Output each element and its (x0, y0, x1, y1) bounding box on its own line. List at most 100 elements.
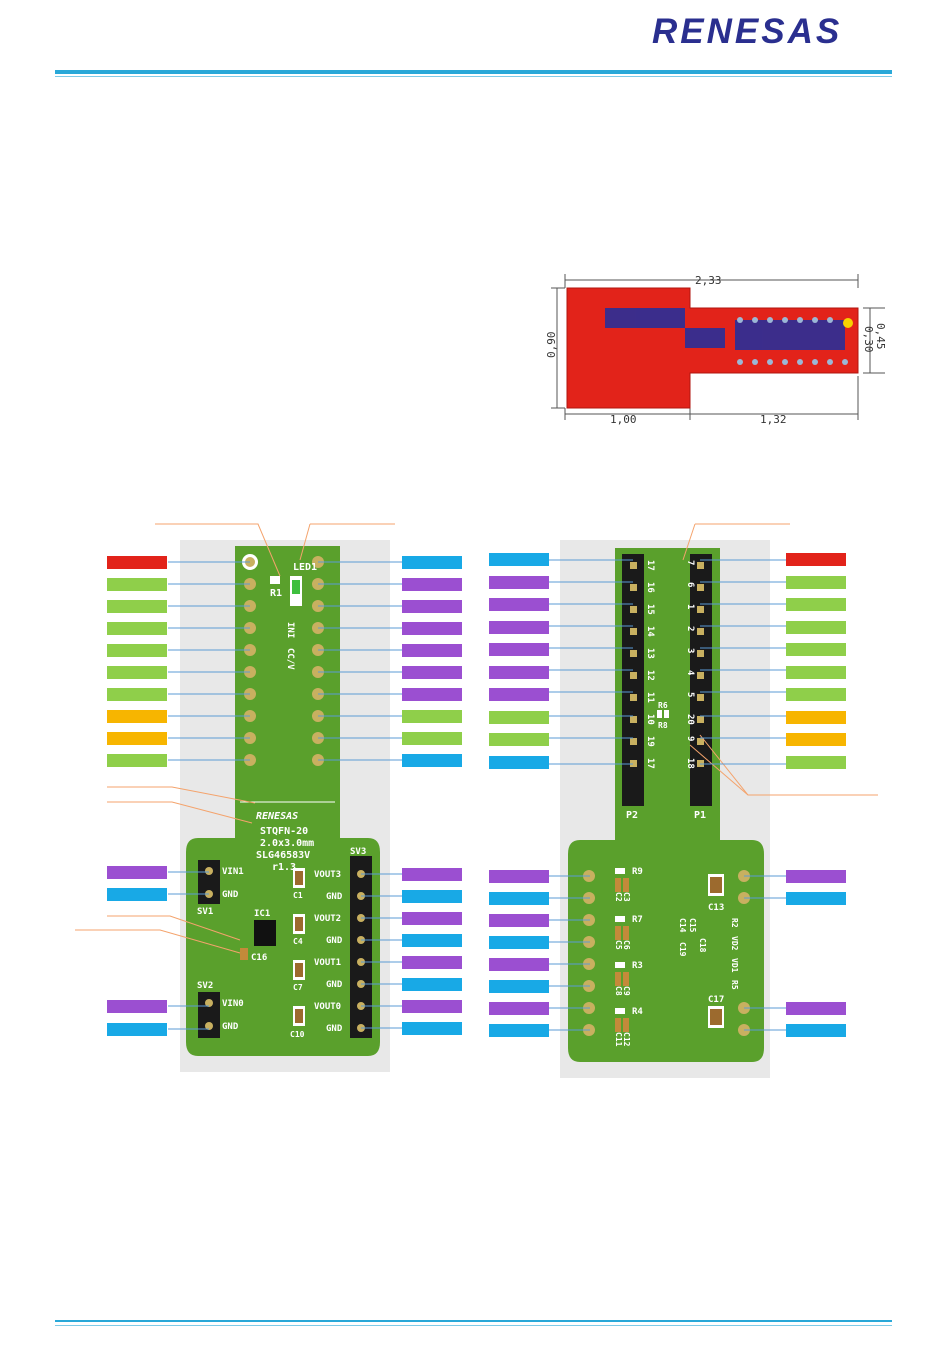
p1-pin-5: 4 (685, 670, 695, 676)
dim-height: 0,90 (545, 332, 558, 359)
sv3-pin-7: GND (326, 1024, 343, 1034)
c12-label: C12 (622, 1032, 631, 1047)
pin-color-tag (489, 576, 549, 589)
c2-label: C2 (614, 892, 623, 902)
pin-color-tag (402, 622, 462, 635)
revision-label: r1.3 (272, 862, 296, 873)
pin-color-tag (489, 553, 549, 566)
part-label: SLG46583V (256, 850, 310, 861)
pin-color-tag (489, 598, 549, 611)
pin-color-tag (107, 754, 167, 767)
p1-pin-0: 7 (685, 560, 695, 565)
p2-pin-2: 15 (645, 604, 655, 615)
pin-color-tag (107, 600, 167, 613)
vin0-label: VIN0 (222, 999, 244, 1009)
gnd1-label: GND (222, 890, 239, 900)
p2-pin-8: 19 (645, 736, 655, 747)
pin-color-tag (786, 1002, 846, 1015)
p1-pin-2: 1 (685, 604, 695, 609)
pin-color-tag (489, 892, 549, 905)
r4-label: R4 (632, 1007, 643, 1017)
ccv-label: CC/V (285, 648, 295, 670)
p2-label: P2 (626, 810, 638, 821)
dim-pitch-outer: 0,45 (874, 323, 887, 350)
r9-label: R9 (632, 867, 643, 877)
r7-label: R7 (632, 915, 643, 925)
renesas-logo: RENESAS (652, 14, 892, 50)
pin-color-tag (402, 600, 462, 613)
pin-color-tag (107, 688, 167, 701)
pin-color-tag (786, 553, 846, 566)
footer-rule-thin (55, 1325, 892, 1326)
pin-color-tag (107, 1000, 167, 1013)
p1-pin-1: 6 (685, 582, 695, 587)
pin-color-tag (786, 621, 846, 634)
c10-label: C10 (290, 1030, 305, 1039)
top-view-board: LED1 R1 INI CC/V RENESAS STQFN-20 2.0x3.… (180, 540, 390, 1072)
vin1-label: VIN1 (222, 867, 244, 877)
dim-right: 1,32 (760, 413, 787, 426)
pin-color-tag (786, 643, 846, 656)
pin-color-tag (489, 870, 549, 883)
pin-color-tag (489, 756, 549, 769)
p2-pin-1: 16 (645, 582, 655, 593)
pin-color-tag (107, 1023, 167, 1036)
pin-color-tag (786, 598, 846, 611)
p2-pin-6: 11 (645, 692, 655, 703)
c6-label: C6 (622, 940, 631, 950)
pin-color-tag (402, 1022, 462, 1035)
pin-color-tag (489, 914, 549, 927)
pin-color-tag (402, 978, 462, 991)
pin-color-tag (402, 754, 462, 767)
pin-color-tag (107, 866, 167, 879)
c5-label: C5 (614, 940, 623, 950)
dimension-drawing: 2,33 0,90 1,00 1,32 0,45 0,30 (545, 274, 887, 426)
brand-name: RENESAS (652, 12, 843, 51)
pin-color-tag (786, 576, 846, 589)
pin-color-tag (402, 556, 462, 569)
p1-pin-8: 9 (685, 736, 695, 741)
pin-color-tag (489, 1002, 549, 1015)
led1-label: LED1 (293, 562, 317, 573)
pin-color-tag (402, 732, 462, 745)
pin-color-tag (489, 958, 549, 971)
p1-pin-3: 2 (685, 626, 695, 631)
pin-color-tag (489, 733, 549, 746)
r1-label: R1 (270, 588, 282, 599)
c4-label: C4 (293, 937, 303, 946)
c16-label: C16 (251, 953, 267, 963)
pin-color-tag (107, 732, 167, 745)
p1-pin-4: 3 (685, 648, 695, 653)
sv3-label: SV3 (350, 847, 366, 857)
p1-pin-9: 18 (685, 758, 695, 769)
dim-pitch-inner: 0,30 (862, 326, 875, 353)
pin-color-tag (107, 710, 167, 723)
pin-color-tag (489, 666, 549, 679)
pin-color-tag (402, 688, 462, 701)
chip-brand: RENESAS (256, 811, 298, 822)
dim-left: 1,00 (610, 413, 637, 426)
sv2-label: SV2 (197, 981, 213, 991)
pin-color-tag (489, 1024, 549, 1037)
c17-label: C17 (708, 995, 724, 1005)
c11-label: C11 (614, 1032, 623, 1047)
footer-rule (55, 1320, 892, 1322)
p2-pin-7: 10 (645, 714, 655, 725)
pin-color-tag (786, 733, 846, 746)
pin-color-tag (786, 1024, 846, 1037)
c19-label: C19 (678, 942, 687, 957)
r2-label: R2 (730, 918, 739, 928)
size-label: 2.0x3.0mm (260, 838, 314, 849)
pin-color-tag (786, 870, 846, 883)
sv1-label: SV1 (197, 907, 213, 917)
c18-label: C18 (698, 938, 707, 953)
sv3-pin-6: VOUT0 (314, 1002, 341, 1012)
p1-label: P1 (694, 810, 706, 821)
pin-color-tag (107, 622, 167, 635)
header-rule (55, 70, 892, 74)
c14-label: C14 (678, 918, 687, 933)
pin-color-tag (402, 890, 462, 903)
p2-pin-9: 17 (645, 758, 655, 769)
dim-total: 2,33 (695, 274, 722, 287)
sv3-pin-4: VOUT1 (314, 958, 341, 968)
